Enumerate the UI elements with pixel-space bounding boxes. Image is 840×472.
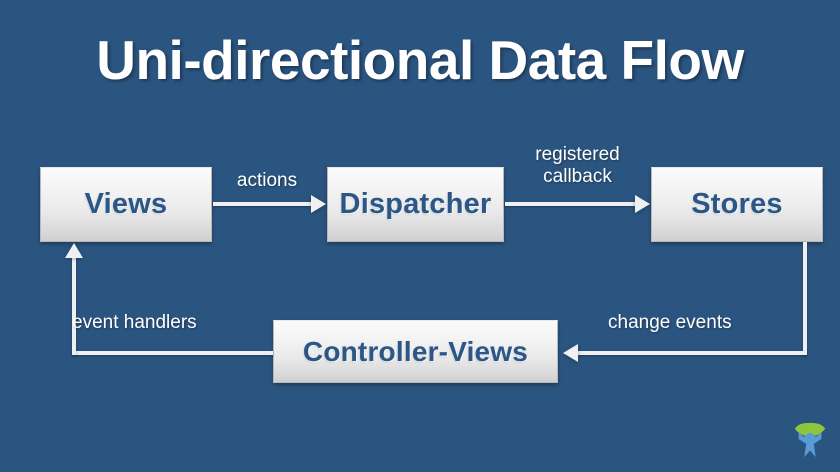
edge-label-change-events: change events bbox=[608, 312, 732, 333]
node-controller-views-label: Controller-Views bbox=[302, 335, 529, 367]
edge-registered-callback-line bbox=[505, 202, 635, 206]
edge-event-handlers-line-vertical bbox=[72, 258, 76, 355]
edge-change-events-arrowhead-icon bbox=[563, 344, 578, 362]
person-arc-logo-icon bbox=[791, 420, 829, 460]
node-stores[interactable]: Stores bbox=[651, 167, 823, 242]
node-dispatcher-label: Dispatcher bbox=[339, 188, 492, 220]
node-views[interactable]: Views bbox=[40, 167, 212, 242]
node-stores-label: Stores bbox=[691, 188, 783, 220]
page-title: Uni-directional Data Flow bbox=[96, 29, 744, 91]
node-dispatcher[interactable]: Dispatcher bbox=[327, 167, 504, 242]
edge-event-handlers-line-horizontal bbox=[72, 351, 273, 355]
edge-change-events-line-vertical bbox=[803, 242, 807, 355]
edge-label-registered-callback: registered callback bbox=[535, 144, 620, 187]
edge-label-actions: actions bbox=[236, 170, 298, 191]
edge-label-event-handlers: event handlers bbox=[72, 312, 197, 333]
edge-registered-callback-arrowhead-icon bbox=[635, 195, 650, 213]
node-controller-views[interactable]: Controller-Views bbox=[273, 320, 558, 383]
node-views-label: Views bbox=[84, 188, 168, 220]
edge-change-events-line-horizontal bbox=[578, 351, 807, 355]
edge-actions-arrowhead-icon bbox=[311, 195, 326, 213]
edge-event-handlers-arrowhead-icon bbox=[65, 243, 83, 258]
edge-actions-line bbox=[213, 202, 311, 206]
